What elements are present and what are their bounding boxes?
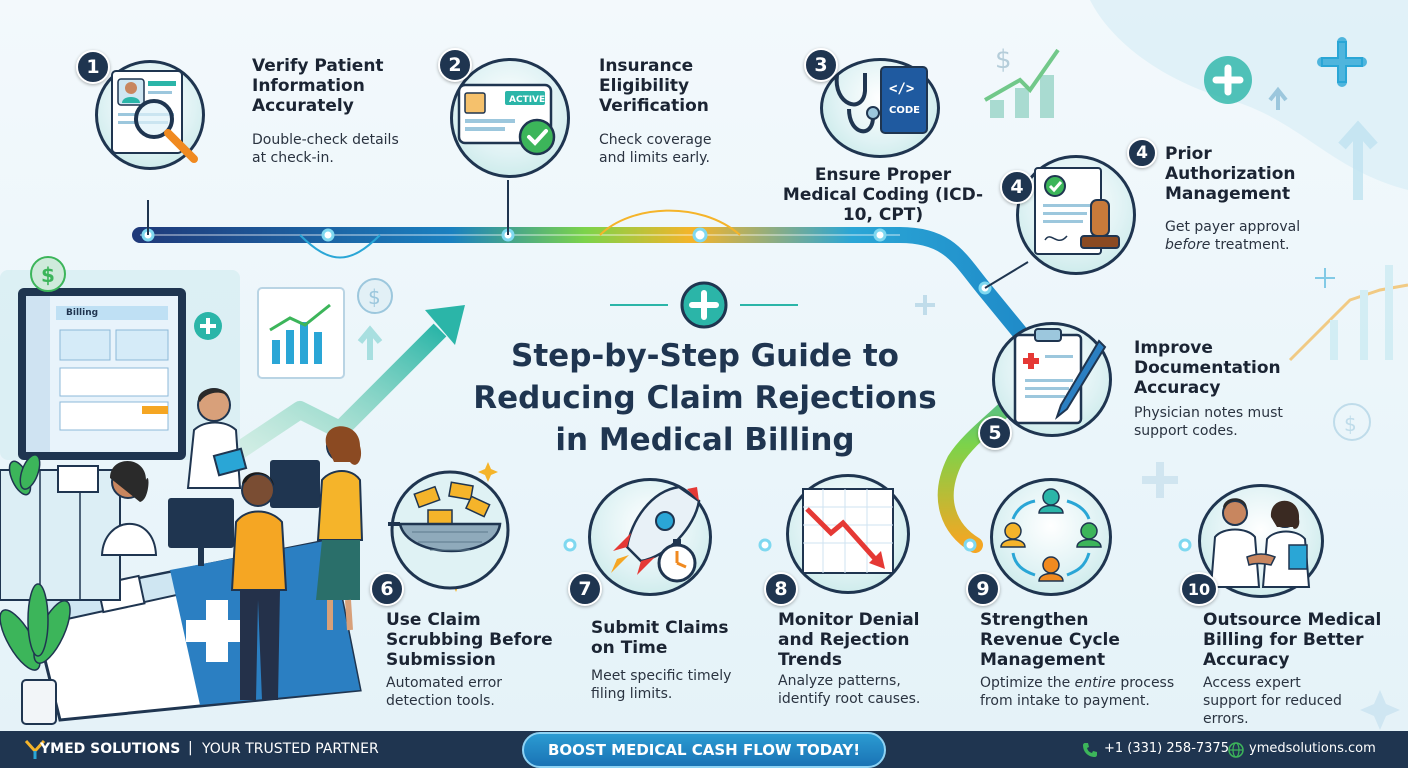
step-5-title: Improve Documentation Accuracy bbox=[1134, 338, 1281, 398]
stopwatch-icon bbox=[657, 539, 697, 583]
step-7-description: Meet specific timely filing limits. bbox=[591, 668, 732, 702]
step-5-illustration bbox=[992, 322, 1112, 437]
check-icon bbox=[518, 118, 556, 156]
step-3-number: 3 bbox=[804, 48, 838, 82]
globe-icon bbox=[1228, 742, 1244, 758]
svg-text:</>: </> bbox=[889, 81, 914, 97]
stethoscope-icon bbox=[834, 73, 880, 134]
svg-text:CODE: CODE bbox=[889, 105, 920, 116]
step-1-description: Double-check details at check-in. bbox=[252, 132, 399, 166]
brand-name: YMED SOLUTIONS bbox=[40, 741, 181, 757]
step-7-illustration bbox=[588, 478, 712, 596]
step-2-illustration: ACTIVE bbox=[450, 58, 570, 178]
brand-logo-icon bbox=[24, 739, 46, 759]
step-2-description: Check coverage and limits early. bbox=[599, 132, 712, 166]
cta-button[interactable]: BOOST MEDICAL CASH FLOW TODAY! bbox=[522, 732, 886, 768]
step-4-illustration bbox=[1016, 155, 1136, 275]
step-3-title: Ensure Proper Medical Coding (ICD-10, CP… bbox=[782, 165, 984, 225]
code-book-icon: </> CODE bbox=[880, 66, 928, 134]
step-4-number: 4 bbox=[1000, 170, 1034, 204]
step-10-illustration bbox=[1198, 484, 1324, 598]
down-trend-chart-icon bbox=[802, 488, 894, 574]
svg-text:$: $ bbox=[41, 263, 55, 287]
svg-text:$: $ bbox=[995, 45, 1012, 75]
step-8-description: Analyze patterns, identify root causes. bbox=[778, 673, 921, 707]
step-2-title: Insurance Eligibility Verification bbox=[599, 56, 709, 116]
step-7-number: 7 bbox=[568, 572, 602, 606]
sieve-icon bbox=[388, 470, 510, 590]
magnifier-icon bbox=[111, 70, 198, 163]
step-4-title: Prior Authorization Management bbox=[1165, 144, 1296, 204]
step-6-title: Use Claim Scrubbing Before Submission bbox=[386, 610, 553, 670]
step-4-description: Get payer approval before treatment. bbox=[1165, 219, 1301, 253]
website-link[interactable]: ymedsolutions.com bbox=[1249, 741, 1376, 756]
page-title: Step-by-Step Guide to Reducing Claim Rej… bbox=[473, 338, 937, 458]
step-1-title: Verify Patient Information Accurately bbox=[252, 56, 384, 116]
step-10-description: Access expert support for reduced errors… bbox=[1203, 675, 1342, 727]
rocket-icon bbox=[611, 485, 701, 575]
billing-screen-label: Billing bbox=[66, 308, 99, 318]
step-5-description: Physician notes must support codes. bbox=[1134, 405, 1283, 439]
step-10-number: 10 bbox=[1180, 572, 1218, 606]
step-8-number: 8 bbox=[764, 572, 798, 606]
step-5-number: 5 bbox=[978, 416, 1012, 450]
step-3-illustration: </> CODE bbox=[820, 58, 940, 158]
svg-text:$: $ bbox=[368, 285, 381, 309]
step-8-illustration bbox=[786, 474, 910, 594]
step-9-title: Strengthen Revenue Cycle Management bbox=[980, 610, 1120, 670]
step-8-title: Monitor Denial and Rejection Trends bbox=[778, 610, 920, 670]
phone-number[interactable]: +1 (331) 258-7375 bbox=[1104, 741, 1229, 756]
phone-icon bbox=[1083, 743, 1097, 757]
step-1-number: 1 bbox=[76, 50, 110, 84]
step-6-description: Automated error detection tools. bbox=[386, 675, 503, 709]
step-6-illustration bbox=[388, 470, 513, 590]
id-card-icon: ACTIVE bbox=[457, 83, 556, 156]
clipboard-icon bbox=[1013, 328, 1107, 425]
active-label: ACTIVE bbox=[509, 95, 545, 105]
step-4-number-top: 4 bbox=[1127, 138, 1157, 168]
step-2-number: 2 bbox=[438, 48, 472, 82]
brand-tagline: YOUR TRUSTED PARTNER bbox=[202, 741, 379, 757]
pen-icon bbox=[1054, 339, 1107, 420]
step-9-illustration bbox=[990, 478, 1112, 596]
stamp-icon bbox=[1034, 167, 1120, 255]
step-9-number: 9 bbox=[966, 572, 1000, 606]
step-10-title: Outsource Medical Billing for Better Acc… bbox=[1203, 610, 1382, 670]
step-7-title: Submit Claims on Time bbox=[591, 618, 729, 658]
step-1-illustration bbox=[95, 60, 205, 170]
step-9-description: Optimize the entire process from intake … bbox=[980, 675, 1175, 709]
svg-text:$: $ bbox=[1344, 412, 1357, 436]
handshake-icon bbox=[1209, 498, 1311, 588]
footer-separator: | bbox=[188, 740, 193, 756]
cycle-people-icon bbox=[1000, 488, 1102, 582]
step-6-number: 6 bbox=[370, 572, 404, 606]
